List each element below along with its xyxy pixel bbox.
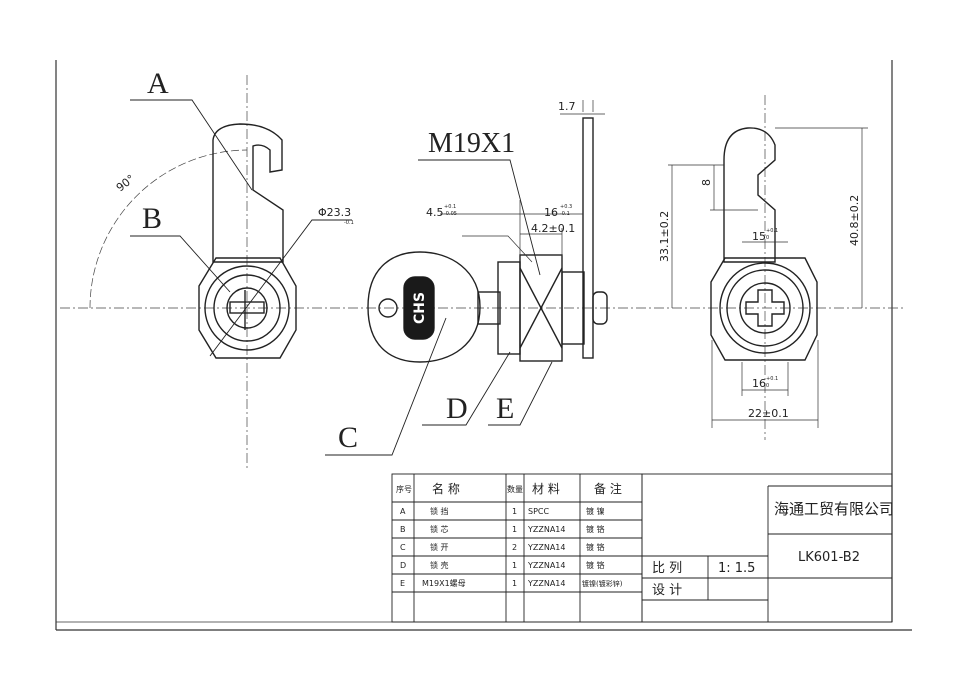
label-b: B bbox=[142, 202, 162, 235]
svg-text:CHS: CHS bbox=[412, 292, 428, 324]
svg-text:YZZNA14: YZZNA14 bbox=[527, 543, 565, 552]
svg-text:YZZNA14: YZZNA14 bbox=[527, 561, 565, 570]
svg-text:B: B bbox=[400, 525, 406, 534]
dim-22: 22±0.1 bbox=[748, 407, 789, 420]
design-label: 设 计 bbox=[652, 583, 682, 598]
side-view-dims bbox=[440, 100, 605, 263]
front-view bbox=[198, 123, 297, 359]
label-c: C bbox=[338, 421, 358, 454]
dim-4-5-tol-dn: -0.05 bbox=[444, 211, 457, 217]
svg-text:A: A bbox=[400, 507, 406, 516]
svg-text:E: E bbox=[400, 579, 405, 588]
label-a: A bbox=[147, 67, 169, 100]
svg-text:1: 1 bbox=[512, 507, 517, 516]
svg-text:1: 1 bbox=[512, 561, 517, 570]
svg-text:YZZNA14: YZZNA14 bbox=[527, 579, 565, 588]
bom-header-qty: 数量 bbox=[507, 484, 523, 494]
dim-1-7: 1.7 bbox=[558, 100, 576, 113]
svg-text:镀 铬: 镀 铬 bbox=[586, 524, 605, 534]
dim-16-bottom-tol-dn: 0 bbox=[766, 383, 769, 389]
svg-text:锁 挡: 锁 挡 bbox=[430, 506, 449, 516]
dim-4-5: 4.5 bbox=[426, 206, 444, 219]
svg-text:镀镍(镀彩锌): 镀镍(镀彩锌) bbox=[582, 579, 623, 588]
svg-text:镀 铬: 镀 铬 bbox=[586, 560, 605, 570]
table-row: C 锁 开 2 YZZNA14 镀 铬 bbox=[400, 542, 605, 552]
bom-header-no: 序号 bbox=[396, 484, 412, 494]
svg-text:1: 1 bbox=[512, 579, 517, 588]
svg-text:镀 铬: 镀 铬 bbox=[586, 542, 605, 552]
angle-label: 90° bbox=[114, 172, 137, 194]
dim-16-bottom-tol-up: +0.1 bbox=[766, 376, 778, 382]
dim-16-top-tol-dn: -0.1 bbox=[560, 211, 570, 217]
svg-text:D: D bbox=[400, 561, 406, 570]
svg-text:SPCC: SPCC bbox=[528, 507, 549, 516]
svg-text:YZZNA14: YZZNA14 bbox=[527, 525, 565, 534]
dim-15-tol-up: +0.1 bbox=[766, 228, 778, 234]
svg-text:2: 2 bbox=[512, 543, 517, 552]
svg-text:锁 壳: 锁 壳 bbox=[430, 560, 449, 570]
svg-text:锁 开: 锁 开 bbox=[430, 542, 449, 552]
dim-4-2: 4.2±0.1 bbox=[531, 222, 575, 235]
rear-view bbox=[710, 127, 818, 361]
rear-view-dims bbox=[668, 127, 868, 428]
label-thread: M19X1 bbox=[428, 128, 515, 159]
dim-diameter-tol: -0.1 bbox=[344, 220, 354, 226]
table-row: E M19X1螺母 1 YZZNA14 镀镍(镀彩锌) bbox=[400, 578, 623, 588]
scale-value: 1: 1.5 bbox=[718, 561, 755, 576]
svg-text:镀 镍: 镀 镍 bbox=[586, 506, 605, 516]
scale-label: 比 列 bbox=[652, 561, 682, 576]
table-row: A 锁 挡 1 SPCC 镀 镍 bbox=[400, 506, 605, 516]
bom-header-name: 名 称 bbox=[432, 481, 460, 496]
svg-text:锁 芯: 锁 芯 bbox=[430, 524, 449, 534]
bom-header-note: 备 注 bbox=[594, 481, 622, 496]
dim-16-top: 16 bbox=[544, 206, 558, 219]
dim-33-1: 33.1±0.2 bbox=[658, 211, 671, 262]
dim-16-bottom: 16 bbox=[752, 377, 766, 390]
svg-text:1: 1 bbox=[512, 525, 517, 534]
dim-4-5-tol-up: +0.1 bbox=[444, 204, 456, 210]
svg-text:C: C bbox=[400, 543, 406, 552]
title-block bbox=[641, 473, 893, 623]
dim-15-tol-dn: 0 bbox=[766, 235, 769, 241]
dim-diameter: Φ23.3 bbox=[318, 206, 351, 219]
company-name: 海通工贸有限公司 bbox=[774, 500, 894, 518]
svg-text:M19X1螺母: M19X1螺母 bbox=[422, 578, 466, 588]
key-logo: CHS bbox=[404, 277, 434, 339]
bom-header-material: 材 料 bbox=[532, 482, 560, 496]
label-e: E bbox=[496, 392, 514, 425]
dim-8: 8 bbox=[700, 179, 713, 186]
side-view-leaders bbox=[325, 159, 553, 456]
table-row: D 锁 壳 1 YZZNA14 镀 铬 bbox=[400, 560, 605, 570]
drawing-number: LK601-B2 bbox=[798, 550, 860, 565]
dim-15: 15 bbox=[752, 230, 766, 243]
front-view-leaders bbox=[130, 99, 352, 357]
dim-40-8: 40.8±0.2 bbox=[848, 195, 861, 246]
label-d: D bbox=[446, 392, 468, 425]
bom-table bbox=[391, 473, 643, 623]
dim-16-top-tol-up: +0.3 bbox=[560, 204, 572, 210]
table-row: B 锁 芯 1 YZZNA14 镀 铬 bbox=[400, 524, 605, 534]
